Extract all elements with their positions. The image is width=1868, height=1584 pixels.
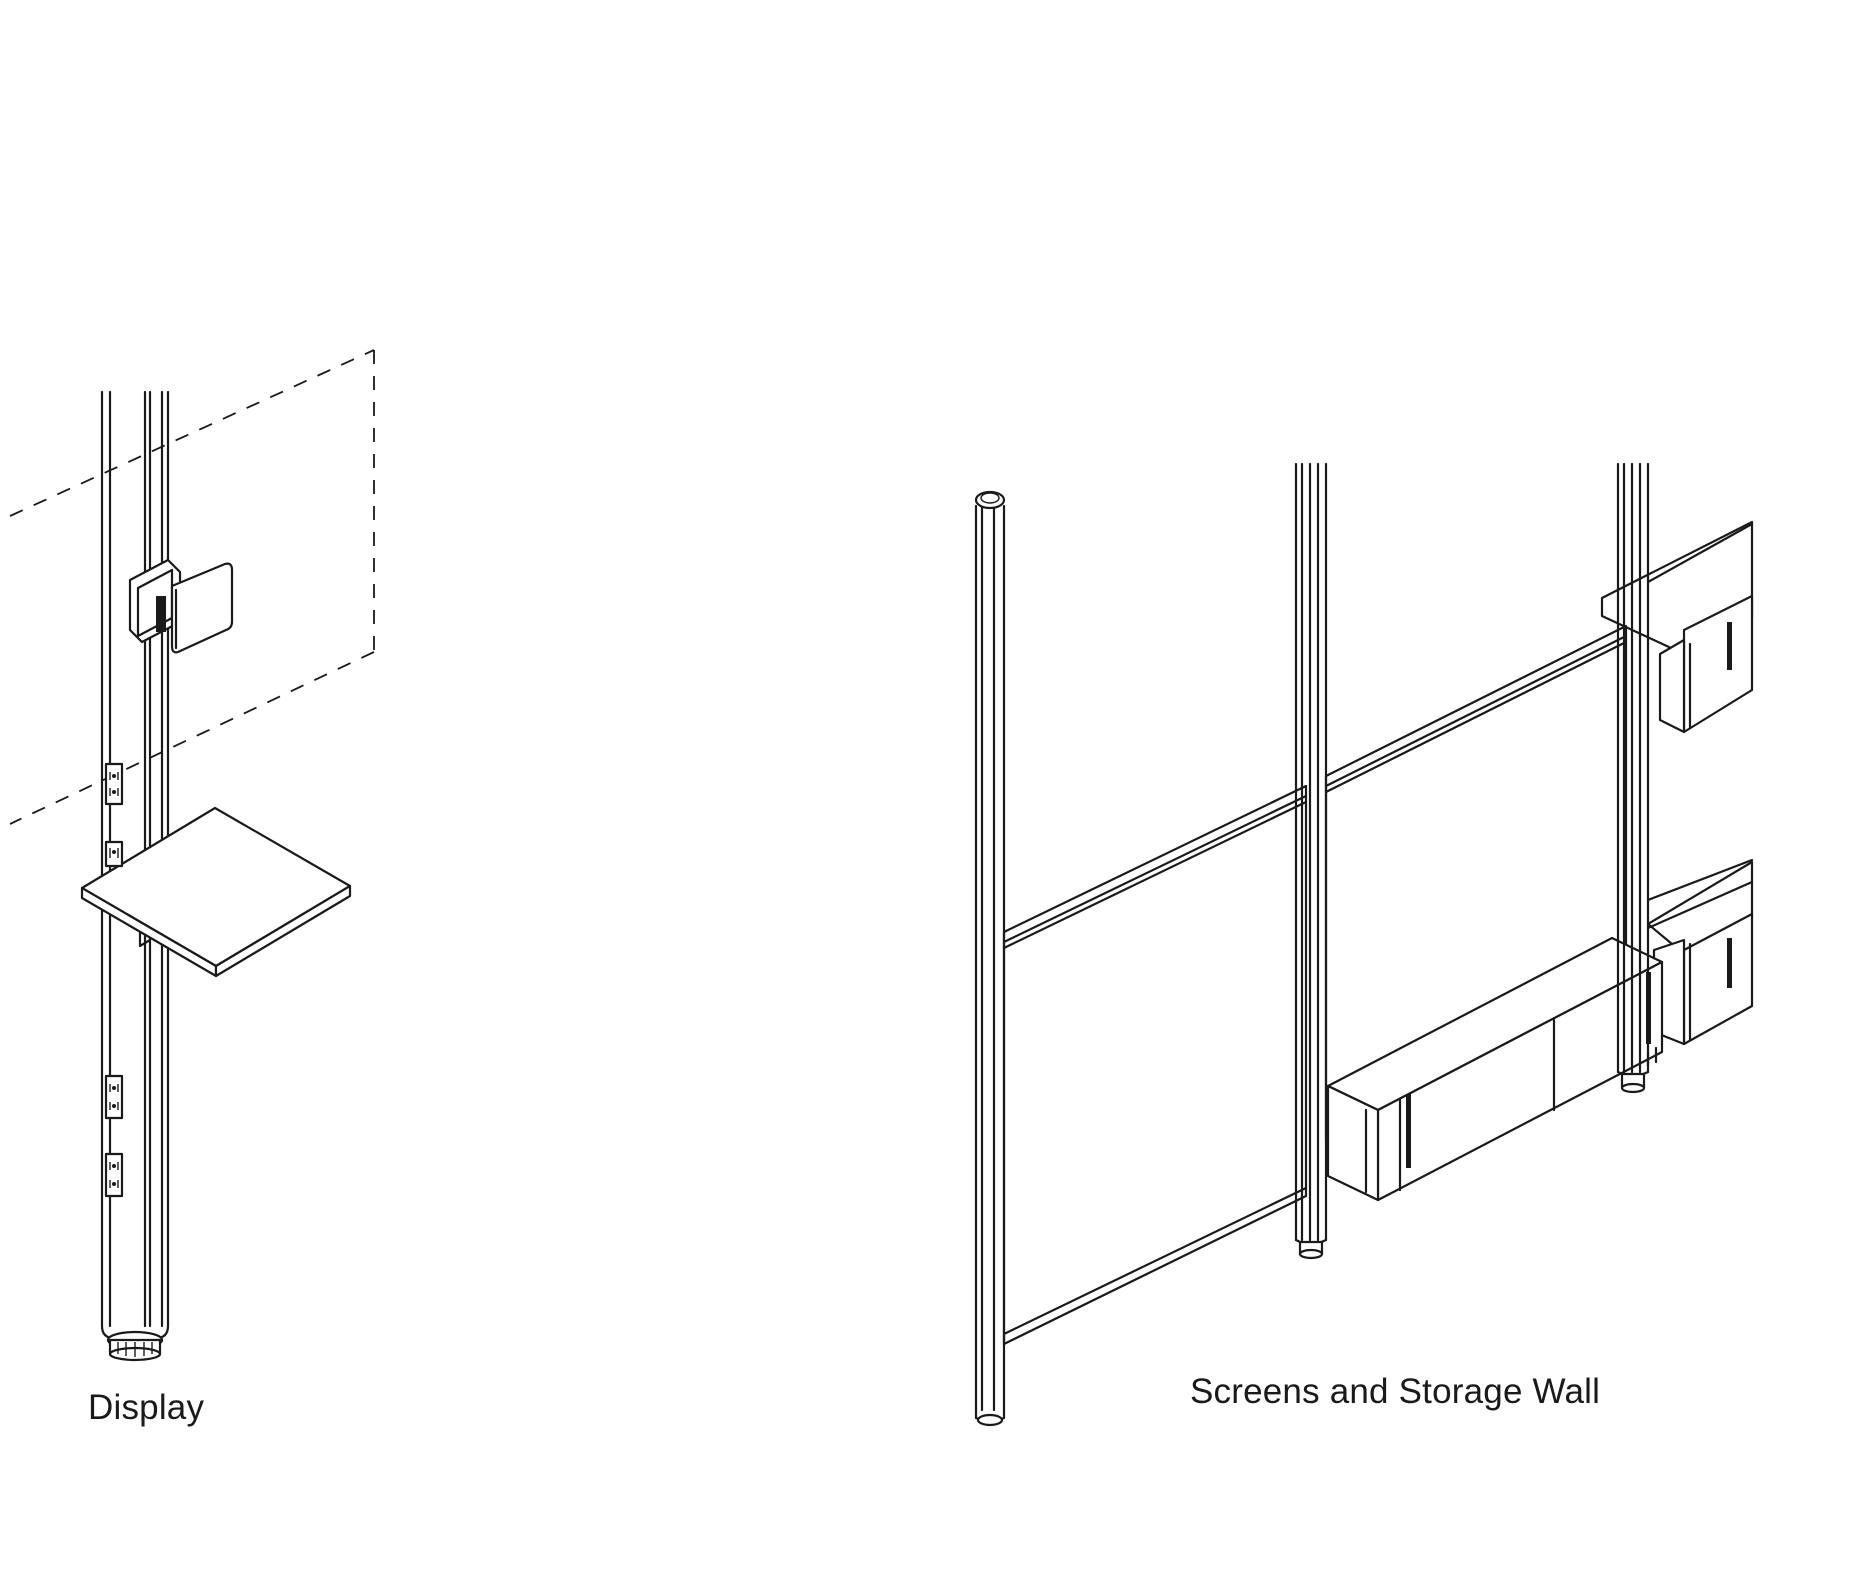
wall-post-right [1616, 462, 1650, 1094]
display-illustration [9, 349, 375, 1362]
monitor-bracket [128, 558, 234, 654]
power-outlet-3 [104, 1074, 124, 1120]
display-leveler-foot [106, 1330, 164, 1362]
upper-right-rail [1646, 522, 1754, 930]
display-shelf [80, 806, 352, 978]
screens-storage-illustration [974, 462, 1754, 1427]
center-storage-cabinet [1326, 936, 1664, 1202]
power-outlet-4 [104, 1152, 124, 1198]
wall-post-center [1294, 462, 1328, 1260]
power-outlet-2 [104, 840, 124, 868]
wall-post-left [974, 490, 1006, 1427]
display-caption: Display [88, 1388, 205, 1427]
lower-right-cabinet [1646, 860, 1754, 1046]
power-outlet-1 [104, 762, 124, 806]
screens-storage-caption: Screens and Storage Wall [1190, 1372, 1601, 1411]
screen-panel-left [1002, 784, 1308, 1346]
